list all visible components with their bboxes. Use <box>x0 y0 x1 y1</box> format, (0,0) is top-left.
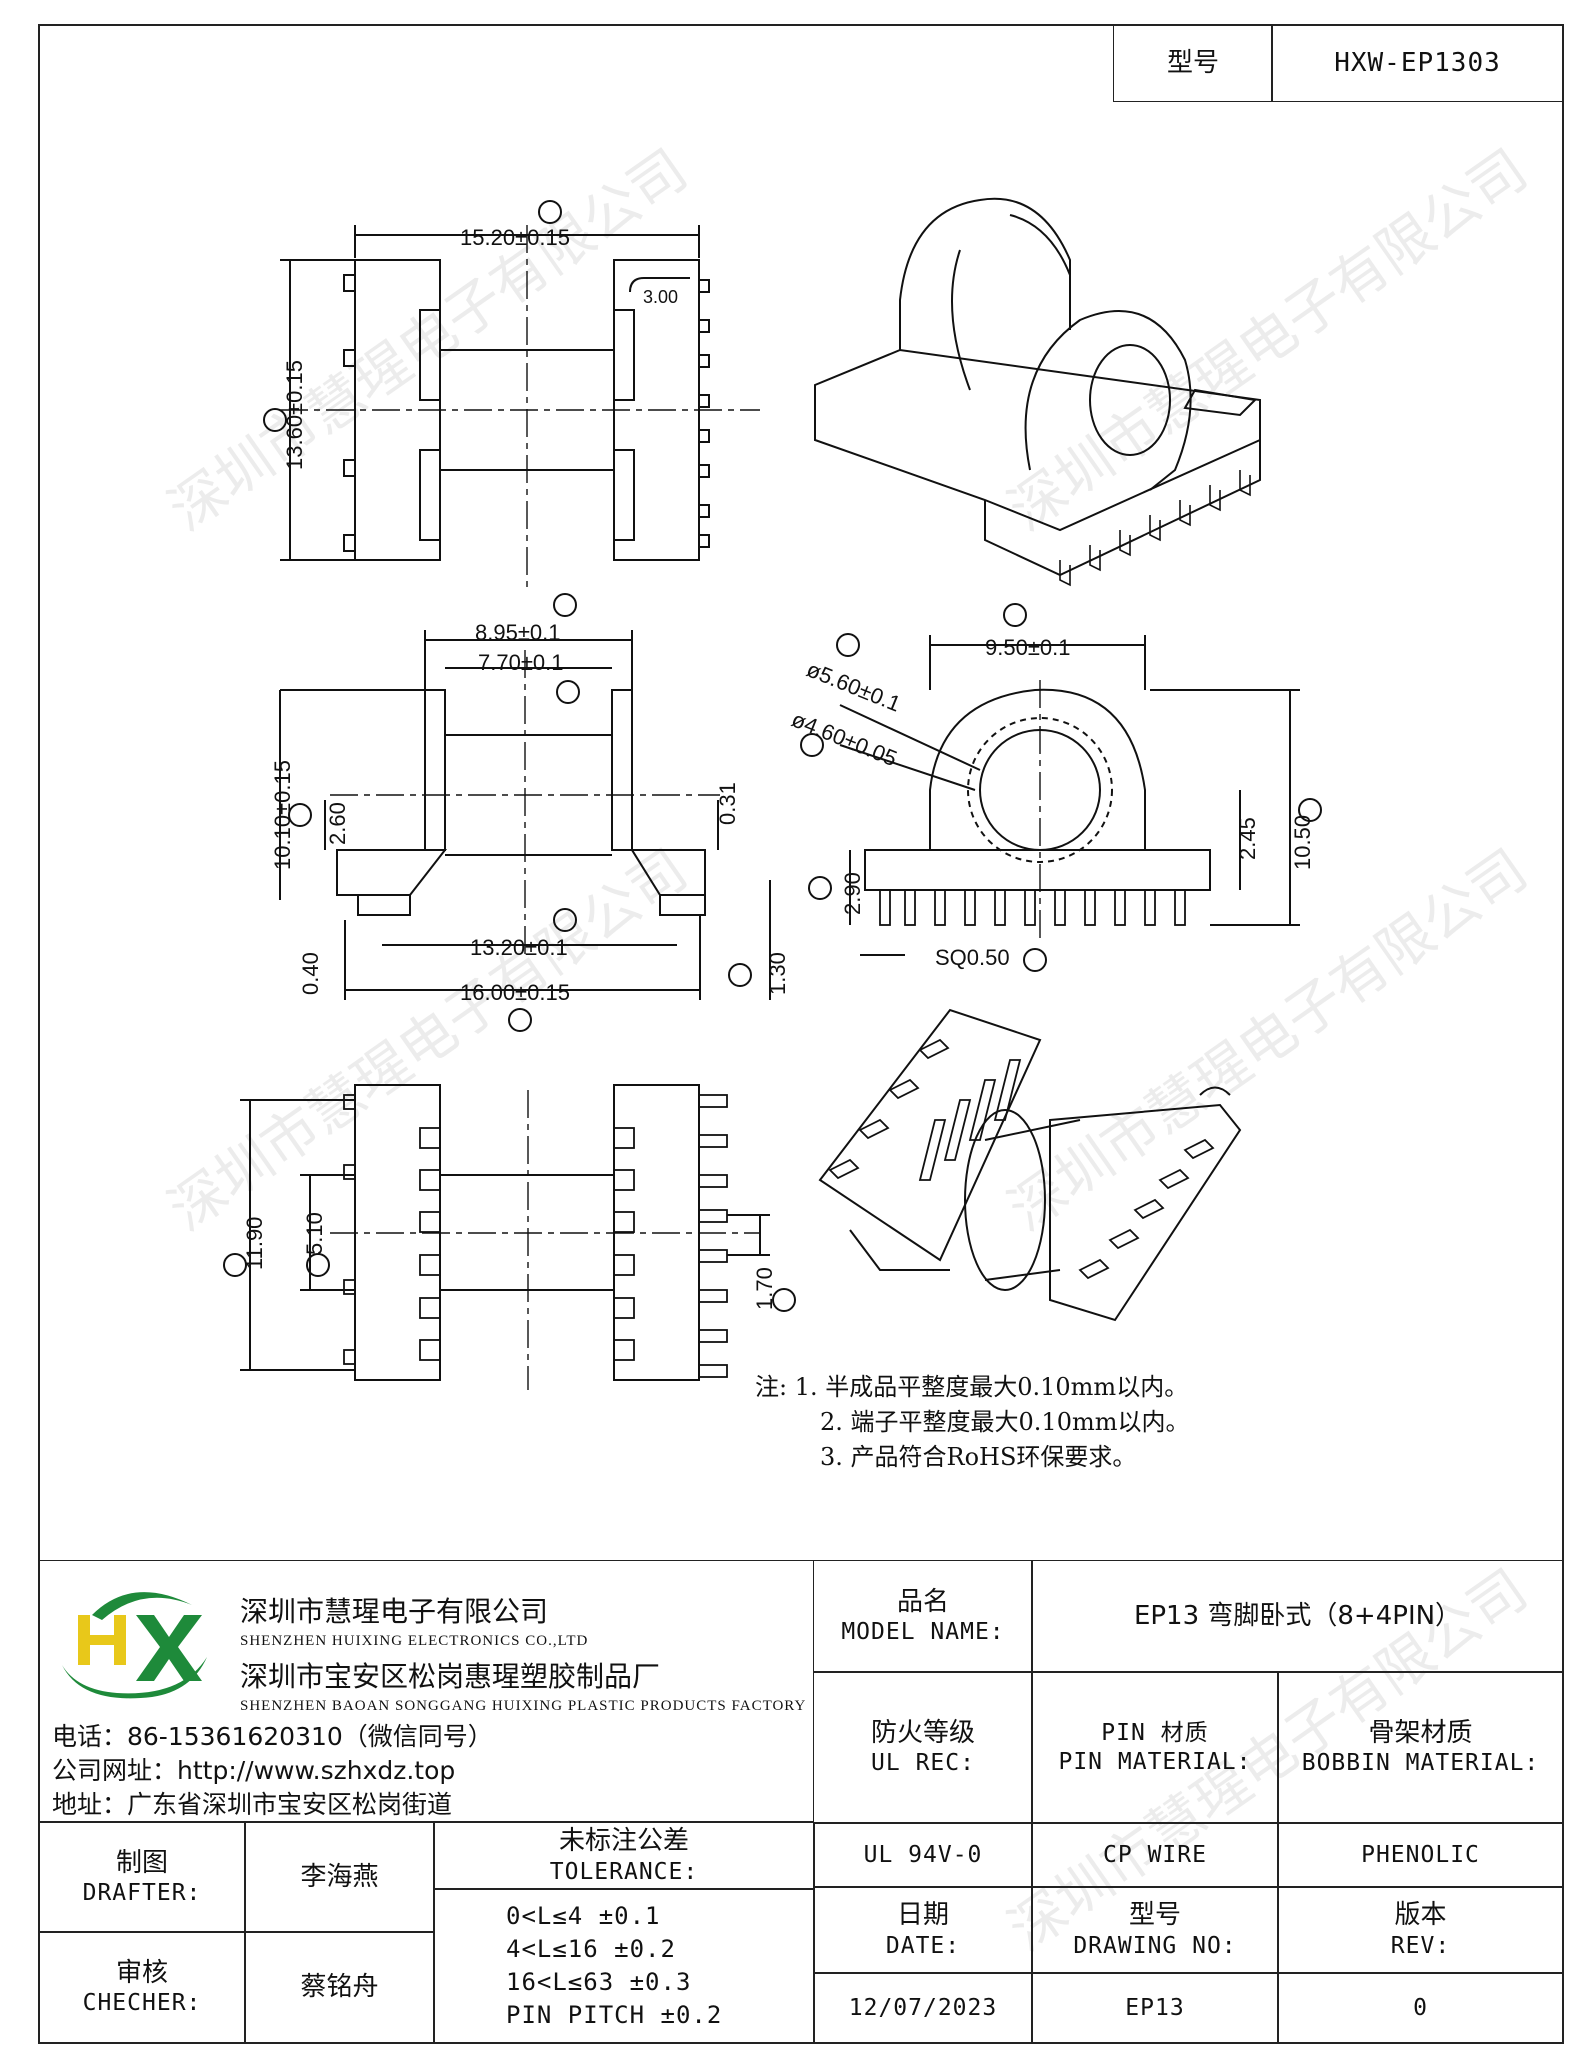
dim-front-245: 2.45 <box>1235 817 1260 860</box>
bottom-view <box>223 1084 796 1390</box>
dim-side-770: 7.70±0.1 <box>478 650 563 675</box>
company-name-cn: 深圳市慧瑆电子有限公司 <box>240 1595 549 1628</box>
tolerance-line: 4<L≤16 ±0.2 <box>506 1935 676 1963</box>
dim-front-d560: ø5.60±0.1 <box>803 656 904 716</box>
dim-slot: 3.00 <box>643 287 678 307</box>
dim-top-height: 13.60±0.15 <box>282 360 307 470</box>
dim-front-sq: SQ0.50 <box>935 945 1010 970</box>
dim-front-d460: ø4.60±0.05 <box>788 706 900 771</box>
technical-drawing: 15.20±0.15 13.60±0.15 3.00 <box>223 197 1322 1471</box>
isometric-view-top <box>814 197 1261 587</box>
dim-side-1600: 16.00±0.15 <box>460 980 570 1005</box>
ul-value: UL 94V-0 <box>813 1822 1033 1888</box>
model-label-cell: 型号 <box>1113 24 1273 102</box>
company-logo <box>52 1585 217 1703</box>
dim-side-031: 0.31 <box>715 782 740 825</box>
tolerance-values: 0<L≤4 ±0.1 4<L≤16 ±0.2 16<L≤63 ±0.3 PIN … <box>433 1888 815 2044</box>
date-value: 12/07/2023 <box>813 1972 1033 2044</box>
model-label: 型号 <box>1166 47 1219 78</box>
bobbin-material-value: PHENOLIC <box>1277 1822 1564 1888</box>
isometric-view-bottom <box>818 1008 1242 1322</box>
factory-name-cn: 深圳市宝安区松岗惠瑆塑胶制品厂 <box>240 1660 661 1693</box>
model-name-value: EP13 弯脚卧式（8+4PIN） <box>1031 1560 1564 1673</box>
drafter-value: 李海燕 <box>244 1822 435 1933</box>
side-view <box>279 593 771 1032</box>
dim-bottom-510: 5.10 <box>302 1212 327 1255</box>
dim-side-130: 1.30 <box>765 952 790 995</box>
model-value-cell: HXW-EP1303 <box>1271 24 1564 102</box>
note-2: 2. 端子平整度最大0.10mm以内。 <box>820 1408 1189 1436</box>
dim-bottom-170: 1.70 <box>752 1267 777 1310</box>
tolerance-line: PIN PITCH ±0.2 <box>506 2001 723 2029</box>
dim-front-950: 9.50±0.1 <box>985 635 1070 660</box>
model-value: HXW-EP1303 <box>1334 47 1501 78</box>
tolerance-line: 0<L≤4 ±0.1 <box>506 1902 661 1930</box>
front-view <box>800 603 1322 972</box>
tolerance-line: 16<L≤63 ±0.3 <box>506 1968 692 1996</box>
dim-front-290: 2.90 <box>840 872 865 915</box>
pin-material-value: CP WIRE <box>1031 1822 1279 1888</box>
dim-bottom-1190: 11.90 <box>242 1217 267 1270</box>
note-3: 3. 产品符合RoHS环保要求。 <box>820 1443 1136 1471</box>
company-name-en: SHENZHEN HUIXING ELECTRONICS CO.,LTD <box>240 1633 589 1649</box>
company-phone: 电话：86-15361620310（微信同号） <box>52 1722 493 1751</box>
company-address: 地址：广东省深圳市宝安区松岗街道 <box>52 1790 453 1819</box>
factory-name-en: SHENZHEN BAOAN SONGGANG HUIXING PLASTIC … <box>240 1698 807 1714</box>
dim-side-1320: 13.20±0.1 <box>470 935 568 960</box>
drawing-no-value: EP13 <box>1031 1972 1279 2044</box>
checker-value: 蔡铭舟 <box>244 1931 435 2044</box>
dim-front-1050: 10.50 <box>1290 815 1315 870</box>
notes: 注: 1. 半成品平整度最大0.10mm以内。 2. 端子平整度最大0.10mm… <box>755 1373 1189 1471</box>
note-1: 注: 1. 半成品平整度最大0.10mm以内。 <box>755 1373 1188 1401</box>
company-website: 公司网址：http://www.szhxdz.top <box>52 1756 456 1785</box>
dim-side-260: 2.60 <box>325 802 350 845</box>
dim-side-895: 8.95±0.1 <box>475 620 560 645</box>
rev-value: 0 <box>1277 1972 1564 2044</box>
dim-top-width: 15.20±0.15 <box>460 225 570 250</box>
dim-side-height: 10.10±0.15 <box>270 760 295 870</box>
dim-side-040: 0.40 <box>298 952 323 995</box>
top-view <box>263 200 760 590</box>
